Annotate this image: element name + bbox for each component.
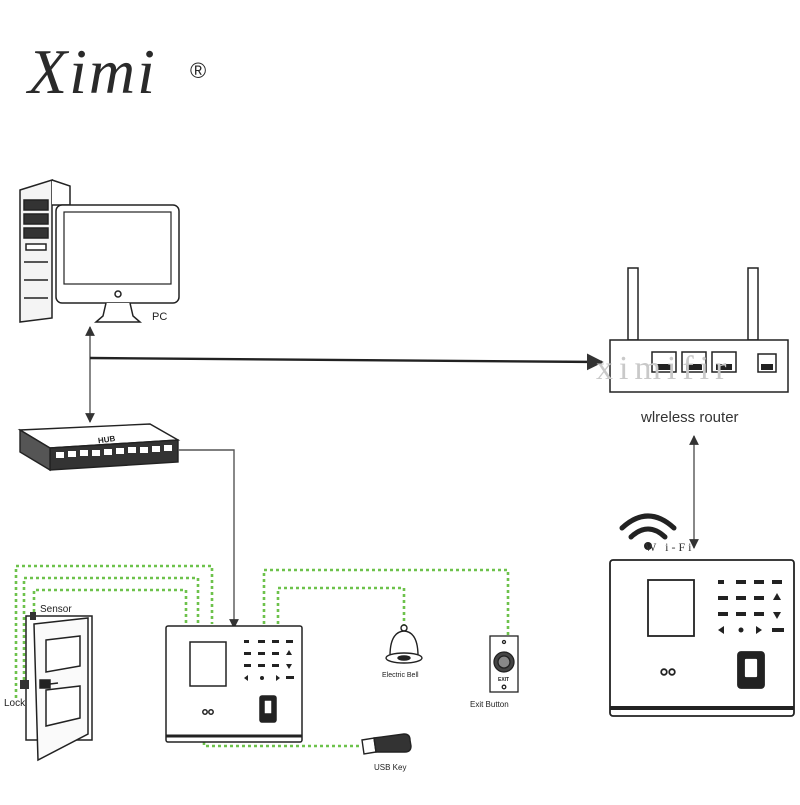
usb-key-icon [361,733,412,755]
lock-icon [20,680,29,689]
hub-icon [17,423,181,472]
router-icon [609,267,789,393]
hub-terminal-link [178,449,239,629]
bell-wire [276,586,406,630]
exit-button-wire [262,568,510,636]
watermark: ximifir [596,350,733,387]
electric-bell-icon [385,624,423,664]
sensor-icon [30,612,36,620]
pc-label: PC [152,311,168,323]
router-label: wlreless router [641,409,739,426]
sensor-wire [32,588,188,624]
wifi-label: W i-Fi [645,540,695,554]
pc-router-link [89,353,604,371]
exit-button-label: Exit Button [470,700,509,709]
electric-bell-label: Electric Bell [382,672,419,679]
lock-wire-inner [22,576,200,680]
terminal-device-icon [165,625,303,743]
wiring-dotted [14,564,510,748]
network-links [85,326,699,629]
wifi-terminal-device-icon [609,559,795,717]
lock-wire-outer [14,564,214,698]
brand-logo: Ximi [28,36,157,107]
exit-button-icon [489,635,519,693]
usb-wire [202,742,360,748]
exit-badge-text: EXIT [498,677,509,683]
door-icon [25,615,93,762]
sensor-label: Sensor [40,604,72,615]
pc-monitor-icon [55,204,180,323]
wifi-icon [619,513,677,550]
registered-mark: ® [190,58,207,83]
usb-key-label: USB Key [374,763,407,772]
hub-label: HUB [97,434,116,445]
lock-label: Lock [4,698,26,709]
